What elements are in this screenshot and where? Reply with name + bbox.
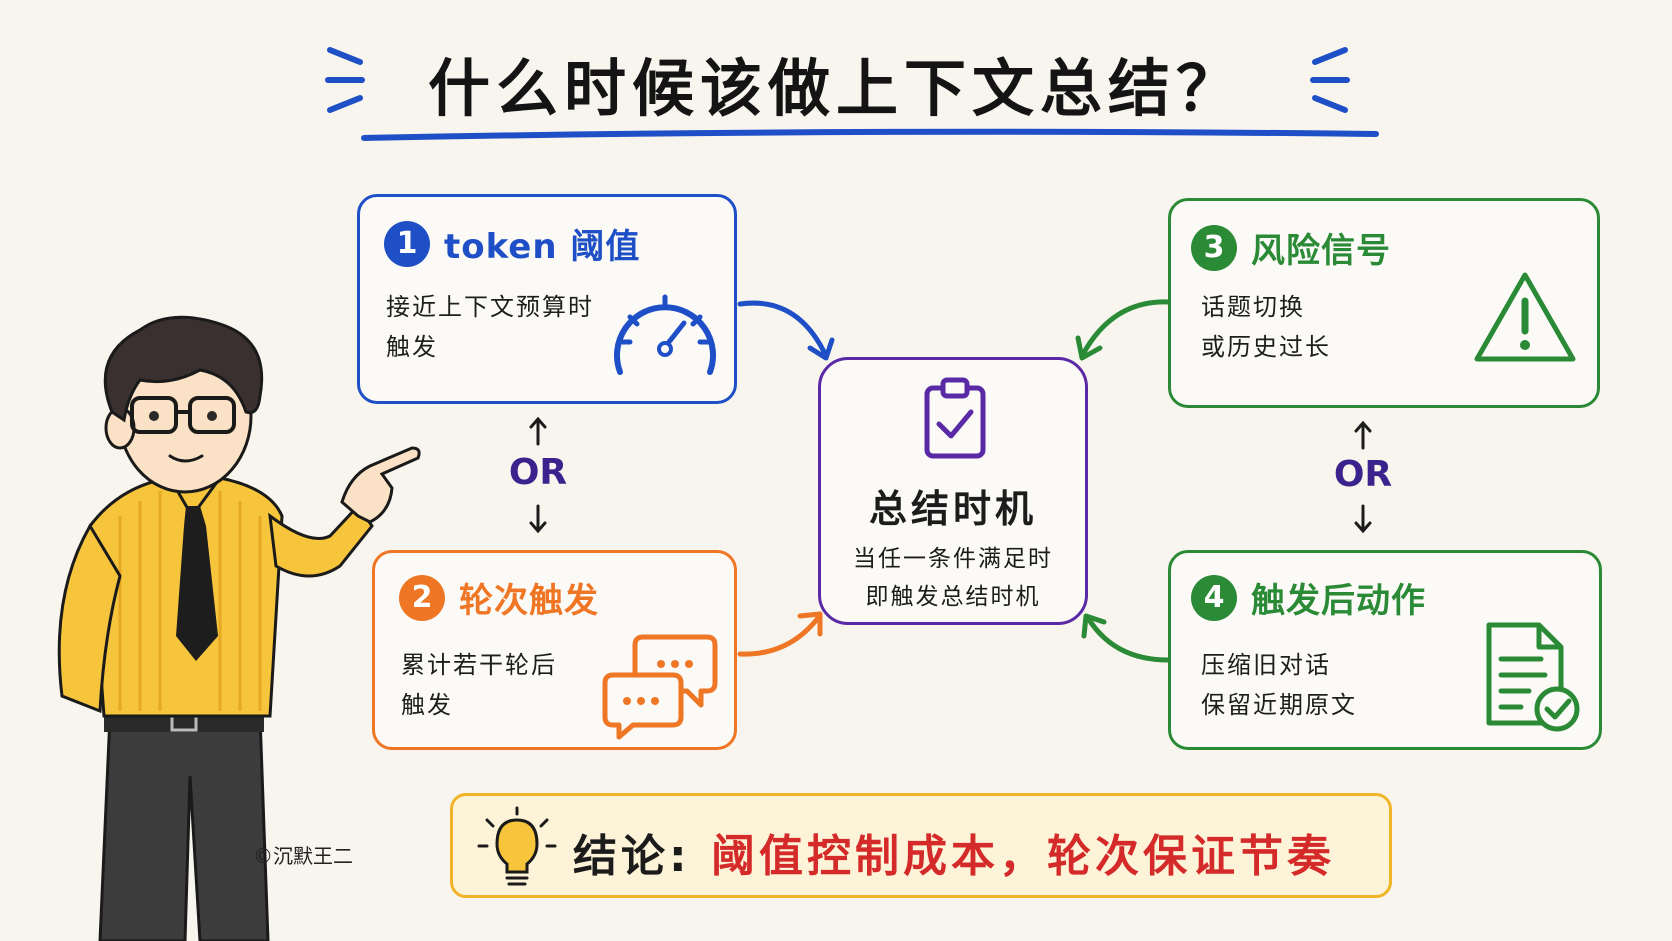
card-line: 压缩旧对话 bbox=[1201, 651, 1331, 679]
conclusion-text: 阈值控制成本，轮次保证节奏 bbox=[711, 831, 1335, 882]
card-line: 接近上下文预算时 bbox=[386, 293, 594, 321]
title-right-marks bbox=[1310, 47, 1350, 113]
card-line: 话题切换 bbox=[1201, 293, 1305, 321]
step-number-3: 3 bbox=[1191, 224, 1237, 271]
center-line: 即触发总结时机 bbox=[865, 584, 1041, 610]
center-title: 总结时机 bbox=[868, 487, 1037, 531]
card-title: 触发后动作 bbox=[1251, 581, 1426, 621]
step-number-2: 2 bbox=[399, 574, 445, 621]
arrow-card4-to-center bbox=[1081, 613, 1171, 663]
card-line: 或历史过长 bbox=[1201, 333, 1331, 361]
card-line: 累计若干轮后 bbox=[401, 651, 557, 679]
center-line: 当任一条件满足时 bbox=[853, 546, 1053, 572]
or-right-up-arrow bbox=[1354, 420, 1372, 450]
credit-text: ©沉默王二 bbox=[253, 844, 353, 868]
conclusion-box: 结论: 阈值控制成本，轮次保证节奏 bbox=[450, 793, 1392, 898]
presenter-character-illustration bbox=[57, 315, 421, 941]
gauge-icon bbox=[614, 294, 716, 375]
or-right-down-arrow bbox=[1354, 504, 1372, 534]
card-turn-trigger: 2 轮次触发 累计若干轮后 触发 bbox=[372, 550, 737, 750]
or-left-down-arrow bbox=[529, 504, 547, 534]
card-summary-timing: 总结时机 当任一条件满足时 即触发总结时机 bbox=[818, 357, 1088, 625]
card-line: 触发 bbox=[401, 691, 453, 719]
card-line: 保留近期原文 bbox=[1201, 691, 1357, 719]
or-left-up-arrow bbox=[529, 416, 547, 446]
title-underline bbox=[361, 128, 1379, 141]
conclusion-label: 结论: bbox=[573, 831, 691, 882]
card-title: 风险信号 bbox=[1251, 231, 1391, 271]
chat-bubbles-icon bbox=[602, 634, 718, 740]
card-risk-signal: 3 风险信号 话题切换 或历史过长 bbox=[1168, 198, 1600, 408]
lightbulb-icon bbox=[477, 806, 557, 886]
card-title: token 阈值 bbox=[444, 227, 641, 267]
clipboard-check-icon bbox=[924, 377, 986, 459]
card-post-trigger-action: 4 触发后动作 压缩旧对话 保留近期原文 bbox=[1168, 550, 1602, 750]
card-title: 轮次触发 bbox=[459, 581, 599, 621]
arrow-card3-to-center bbox=[1075, 299, 1171, 361]
title-left-marks bbox=[325, 47, 365, 113]
arrow-card1-to-center bbox=[737, 300, 835, 361]
document-check-icon bbox=[1486, 622, 1580, 732]
step-number-1: 1 bbox=[384, 220, 430, 267]
or-right-label: OR bbox=[1333, 454, 1393, 495]
card-line: 触发 bbox=[386, 333, 438, 361]
arrow-card2-to-center bbox=[737, 611, 823, 657]
warning-icon bbox=[1474, 272, 1576, 362]
step-number-4: 4 bbox=[1191, 574, 1237, 621]
or-left-label: OR bbox=[508, 452, 568, 493]
page-title: 什么时候该做上下文总结？ bbox=[427, 52, 1244, 125]
card-token-threshold: 1 token 阈值 接近上下文预算时 触发 bbox=[357, 194, 737, 404]
